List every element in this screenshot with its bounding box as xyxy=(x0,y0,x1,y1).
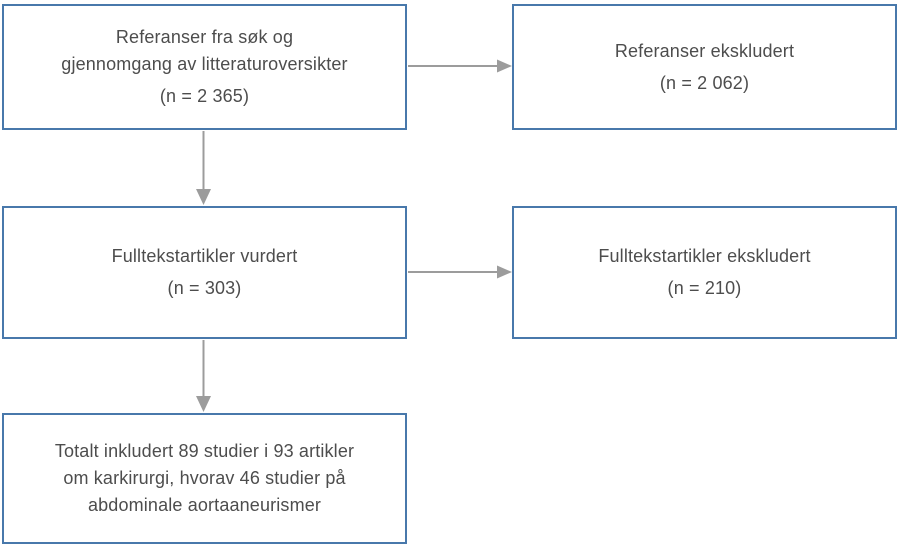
arrow-identified-to-excluded-icon xyxy=(408,59,512,73)
box-studies-included: Totalt inkludert 89 studier i 93 artikle… xyxy=(2,413,407,544)
box-references-identified: Referanser fra søk og gjennomgang av lit… xyxy=(2,4,407,130)
box-references-excluded: Referanser ekskludert (n = 2 062) xyxy=(512,4,897,130)
box-text-line: gjennomgang av litteraturoversikter xyxy=(61,54,348,74)
arrow-identified-to-fulltext-icon xyxy=(196,131,211,205)
box-text-line: abdominale aortaaneurismer xyxy=(87,495,322,515)
box-text-line: om karkirurgi, hvorav 46 studier på xyxy=(63,468,346,488)
arrow-fulltext-to-excluded-icon xyxy=(408,265,512,279)
arrow-fulltext-to-included-icon xyxy=(196,340,211,412)
box-count: (n = 303) xyxy=(167,278,242,298)
box-count: (n = 2 062) xyxy=(659,72,750,93)
box-text-line: Fulltekstartikler vurdert xyxy=(111,246,298,266)
box-count: (n = 2 365) xyxy=(159,86,250,106)
box-text-line: Totalt inkludert 89 studier i 93 artikle… xyxy=(54,441,355,461)
box-text-line: Referanser fra søk og xyxy=(115,27,294,47)
box-fulltext-assessed: Fulltekstartikler vurdert (n = 303) xyxy=(2,206,407,339)
box-count: (n = 210) xyxy=(667,278,742,298)
box-fulltext-excluded: Fulltekstartikler ekskludert (n = 210) xyxy=(512,206,897,339)
box-text-line: Fulltekstartikler ekskludert xyxy=(598,246,811,266)
box-text-line: Referanser ekskludert xyxy=(614,40,795,61)
